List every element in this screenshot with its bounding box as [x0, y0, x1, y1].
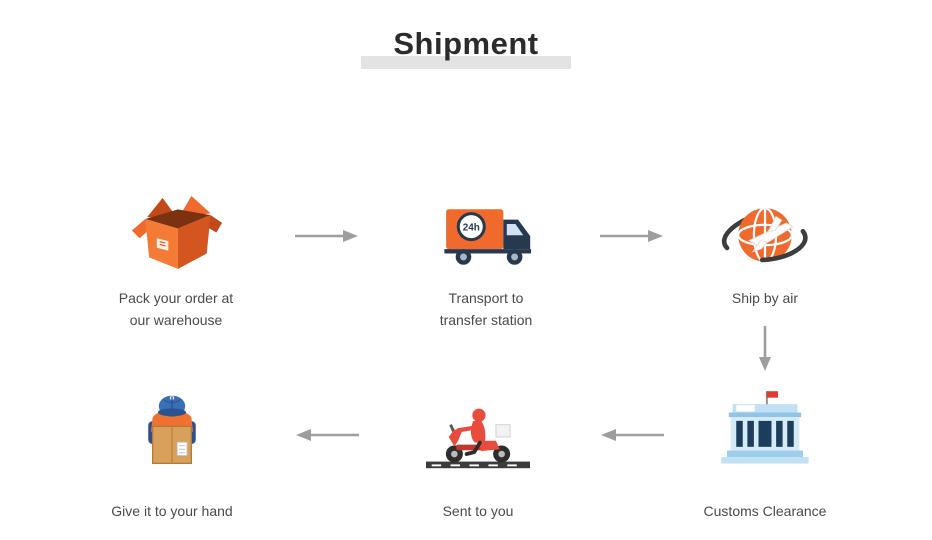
arrow-left-icon — [295, 427, 359, 448]
arrow-left-icon — [600, 427, 664, 448]
step-label: Customs Clearance — [665, 501, 865, 523]
step-transport: 24h Transport to transfer station — [386, 188, 586, 331]
step-pack-your-order: Pack your order at our warehouse — [76, 188, 276, 331]
truck-24h-badge: 24h — [463, 223, 480, 234]
step-label: Sent to you — [378, 501, 578, 523]
delivery-scooter-icon — [378, 385, 578, 475]
step-label: Pack your order at our warehouse — [76, 288, 276, 331]
step-label: Transport to transfer station — [386, 288, 586, 331]
globe-airplane-icon — [665, 188, 865, 272]
step-give-to-your-hand: Give it to your hand — [72, 385, 272, 523]
delivery-truck-icon: 24h — [386, 188, 586, 272]
courier-carrying-box-icon — [72, 385, 272, 475]
customs-building-icon — [665, 385, 865, 475]
step-label: Ship by air — [665, 288, 865, 310]
step-ship-by-air: Ship by air — [665, 188, 865, 310]
step-label: Give it to your hand — [72, 501, 272, 523]
step-label-line: Customs Clearance — [703, 503, 827, 519]
step-label-line: Sent to you — [442, 503, 514, 519]
step-label-line: Transport to — [448, 290, 524, 306]
arrow-right-icon — [295, 228, 359, 249]
step-label-line: Ship by air — [731, 290, 799, 306]
step-label-line: Give it to your hand — [111, 503, 233, 519]
page-title: Shipment — [393, 26, 539, 61]
step-label-line: transfer station — [439, 311, 533, 328]
title-highlight-bar — [361, 56, 571, 69]
step-label-line: our warehouse — [129, 311, 223, 328]
step-label-line: Pack your order at — [118, 290, 234, 306]
arrow-down-icon — [757, 326, 773, 377]
step-sent-to-you: Sent to you — [378, 385, 578, 523]
step-customs-clearance: Customs Clearance — [665, 385, 865, 523]
open-box-icon — [76, 188, 276, 272]
arrow-right-icon — [600, 228, 664, 249]
